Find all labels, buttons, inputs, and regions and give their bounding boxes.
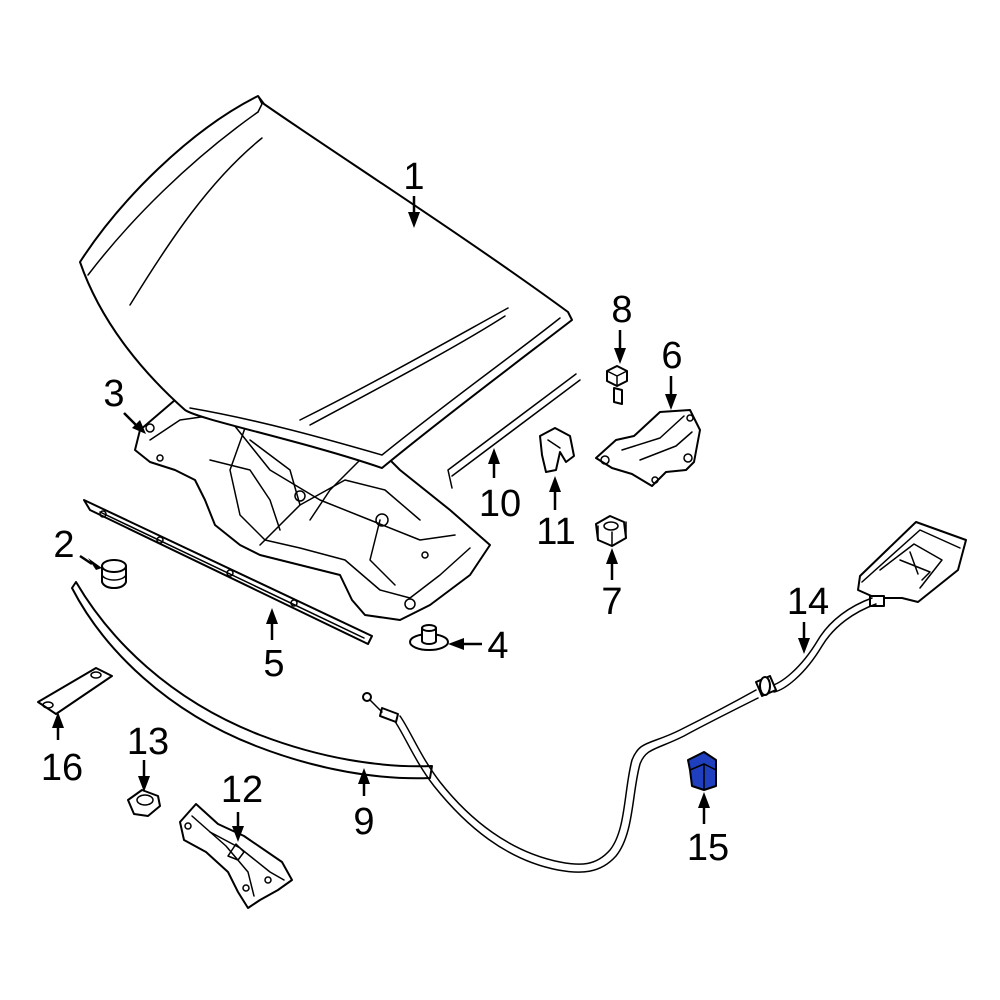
- part-1-hood-panel: [79, 95, 573, 469]
- callout-6: 6: [661, 335, 682, 377]
- callout-15: 15: [687, 827, 729, 869]
- leader-8-arrow: [614, 348, 626, 364]
- leader-6-arrow: [665, 394, 677, 410]
- part-9-weatherstrip: [71, 581, 433, 780]
- leader-14-arrow: [798, 638, 810, 654]
- part-7-nut: [595, 515, 627, 547]
- leader-4-arrow: [448, 638, 464, 650]
- callout-3: 3: [103, 373, 124, 415]
- leader-1-arrow: [408, 212, 420, 228]
- part-11-prop-rod-clip: [539, 427, 575, 473]
- leader-10-arrow: [488, 448, 500, 464]
- part-8-bolt: [606, 365, 628, 405]
- callout-4: 4: [487, 625, 508, 667]
- part-5-seal-strip: [83, 499, 373, 645]
- callout-5: 5: [263, 643, 284, 685]
- part-2-hood-bumper: [101, 559, 127, 589]
- callout-13: 13: [127, 721, 169, 763]
- part-10-prop-rod: [447, 373, 581, 489]
- leader-12-arrow: [232, 826, 244, 842]
- leader-3: [123, 412, 137, 426]
- leader-7-arrow: [606, 548, 618, 564]
- callout-labels: 1 2 3 4 5 6 7 8 9 10 11 12 13 14 15 16: [41, 156, 829, 869]
- callout-9: 9: [353, 801, 374, 843]
- leader-2-arrow: [88, 558, 102, 570]
- leader-2: [79, 554, 93, 566]
- callout-16: 16: [41, 747, 83, 789]
- callout-12: 12: [221, 769, 263, 811]
- leader-16-arrow: [52, 712, 64, 728]
- leader-15-arrow: [698, 792, 710, 808]
- callout-10: 10: [479, 483, 521, 525]
- callout-11: 11: [536, 511, 575, 553]
- leader-9-arrow: [358, 768, 370, 784]
- callout-leaders: [52, 196, 810, 842]
- leader-13-arrow: [138, 776, 150, 792]
- callout-7: 7: [601, 581, 622, 623]
- part-4-retainer-clip: [409, 624, 449, 651]
- callout-14: 14: [787, 581, 829, 623]
- part-14-release-cable: [362, 521, 967, 873]
- part-13-clip: [127, 789, 161, 817]
- part-6-hood-hinge: [595, 409, 701, 487]
- leader-11-arrow: [549, 476, 561, 492]
- part-16-plate: [37, 667, 113, 715]
- leader-3-arrow: [132, 420, 146, 434]
- leader-5-arrow: [266, 608, 278, 624]
- callout-1: 1: [403, 156, 424, 198]
- part-12-hood-latch: [179, 803, 293, 909]
- callout-2: 2: [53, 524, 74, 566]
- part-15-latch-bumper: [687, 751, 717, 791]
- callout-8: 8: [611, 289, 632, 331]
